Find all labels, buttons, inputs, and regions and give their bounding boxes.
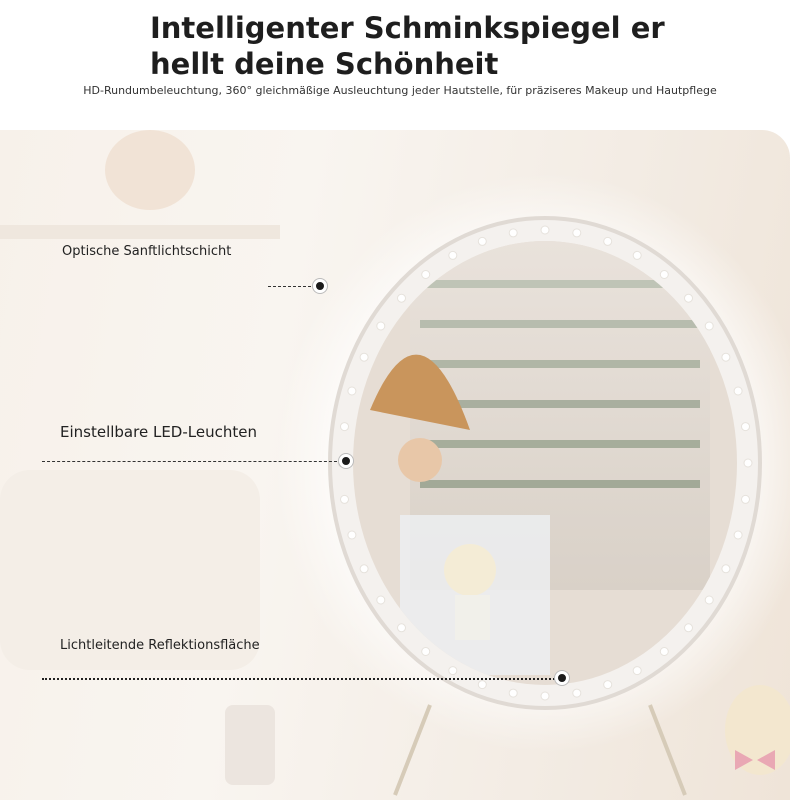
product-scene xyxy=(0,130,790,800)
led-bulb xyxy=(508,228,518,238)
mirror-leg-left xyxy=(393,704,432,796)
callout-label-reflective-surface: Lichtleitende Reflektionsfläche xyxy=(60,638,260,653)
led-bulb xyxy=(684,293,693,303)
led-bulb xyxy=(733,386,743,396)
shelf xyxy=(0,225,280,239)
led-bulb xyxy=(659,647,669,656)
callout-leader-2 xyxy=(42,461,342,462)
led-bulb xyxy=(359,352,369,362)
led-bulb xyxy=(659,270,669,279)
led-bulb xyxy=(376,595,386,605)
callout-leader-3 xyxy=(42,678,558,680)
led-bulb xyxy=(603,680,613,690)
led-bulb xyxy=(421,647,431,656)
led-bulb xyxy=(448,666,458,676)
headline: Intelligenter Schminkspiegel er hellt de… xyxy=(150,10,710,82)
led-bulb xyxy=(572,688,582,698)
headline-line-2: hellt deine Schönheit xyxy=(150,47,499,81)
led-bulb xyxy=(340,494,349,504)
callout-leader-1 xyxy=(268,286,316,287)
led-bulb xyxy=(721,352,731,362)
led-bulb xyxy=(359,564,369,574)
led-bulb xyxy=(603,236,613,246)
headline-line-1: Intelligenter Schminkspiegel er xyxy=(150,11,665,45)
mirror-leg-right xyxy=(648,704,687,796)
callout-marker-1 xyxy=(313,279,327,293)
wall-panel xyxy=(0,470,260,670)
led-bulb xyxy=(632,250,642,260)
led-bulb xyxy=(397,293,406,303)
led-bulb xyxy=(540,225,550,235)
lamp-shade xyxy=(370,354,470,430)
led-bulb xyxy=(684,623,693,633)
led-bulb xyxy=(632,666,642,676)
led-bulb xyxy=(347,386,357,396)
led-bulb xyxy=(572,228,582,238)
led-bulb xyxy=(340,422,349,432)
led-bulb xyxy=(704,595,714,605)
teddy-figure xyxy=(105,130,195,210)
led-bulb xyxy=(721,564,731,574)
led-bulb xyxy=(741,494,750,504)
led-bulb xyxy=(733,530,743,540)
led-bulb xyxy=(704,321,714,331)
callout-label-soft-light-layer: Optische Sanftlichtschicht xyxy=(62,244,232,259)
candle-jar xyxy=(225,705,275,785)
duck-toy xyxy=(725,685,790,775)
led-bulb xyxy=(508,688,518,698)
led-bulb xyxy=(477,236,487,246)
led-bulb xyxy=(540,691,550,701)
mirror-illustration xyxy=(0,130,790,796)
callout-label-led-lights: Einstellbare LED-Leuchten xyxy=(60,423,257,441)
led-bulb xyxy=(421,270,431,279)
callout-marker-2 xyxy=(339,454,353,468)
led-bulb xyxy=(397,623,406,633)
led-bulb xyxy=(477,680,487,690)
toy-figure-1 xyxy=(398,438,442,482)
led-bulb xyxy=(743,458,753,468)
led-bulb xyxy=(347,530,357,540)
led-ring xyxy=(337,225,753,701)
led-bulb xyxy=(448,250,458,260)
toy-figure-2 xyxy=(444,544,496,596)
callout-marker-3 xyxy=(555,671,569,685)
subheadline: HD-Rundumbeleuchtung, 360° gleichmäßige … xyxy=(83,84,717,97)
led-bulb xyxy=(741,422,750,432)
duck-bow xyxy=(735,750,775,770)
led-bulb xyxy=(376,321,386,331)
